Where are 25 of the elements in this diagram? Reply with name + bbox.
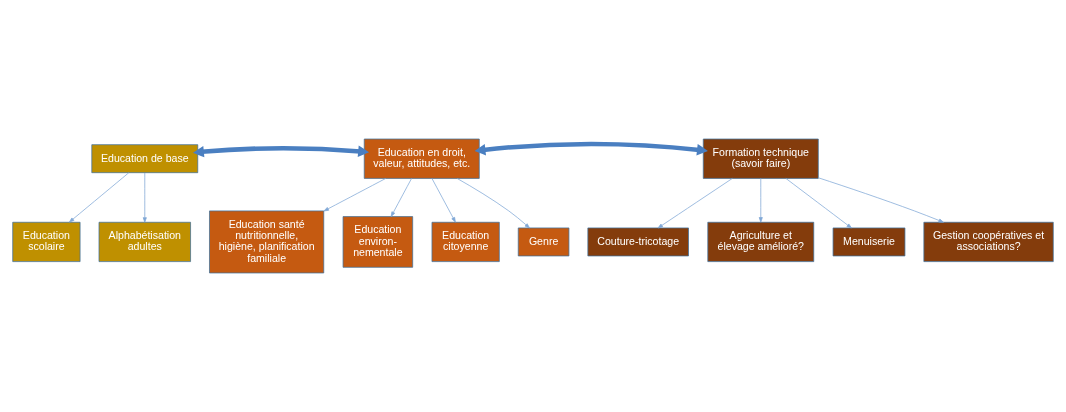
node-box: Education santé nutritionnelle, higiène, planification familiale [209, 210, 325, 274]
arrow [390, 178, 412, 217]
node-box: Education citoyenne [431, 221, 500, 262]
arrow [456, 178, 530, 229]
node-box: Couture-tricotage [587, 227, 689, 257]
node-box: Gestion coopératives et associations? [923, 221, 1054, 262]
arrow [657, 178, 733, 229]
arrow [323, 178, 387, 212]
arrow [474, 141, 708, 156]
arrow [192, 145, 370, 158]
node-box: Education environ- nementale [342, 216, 414, 268]
node-box: Menuiserie [832, 227, 906, 257]
arrow [785, 178, 852, 229]
node-box: Education scolaire [12, 221, 81, 262]
arrow [142, 172, 147, 223]
arrow [69, 172, 130, 223]
arrow [431, 178, 456, 223]
node-box: Education de base [91, 144, 199, 174]
node-box: Alphabétisation adultes [98, 221, 191, 262]
node-box: Genre [517, 227, 570, 257]
arrow [758, 178, 763, 223]
node-box: Agriculture et élevage amélioré? [707, 221, 815, 262]
node-box: Formation technique (savoir faire) [702, 138, 819, 179]
node-box: Education en droit, valeur, attitudes, etc. [363, 138, 480, 179]
arrow [818, 177, 944, 223]
